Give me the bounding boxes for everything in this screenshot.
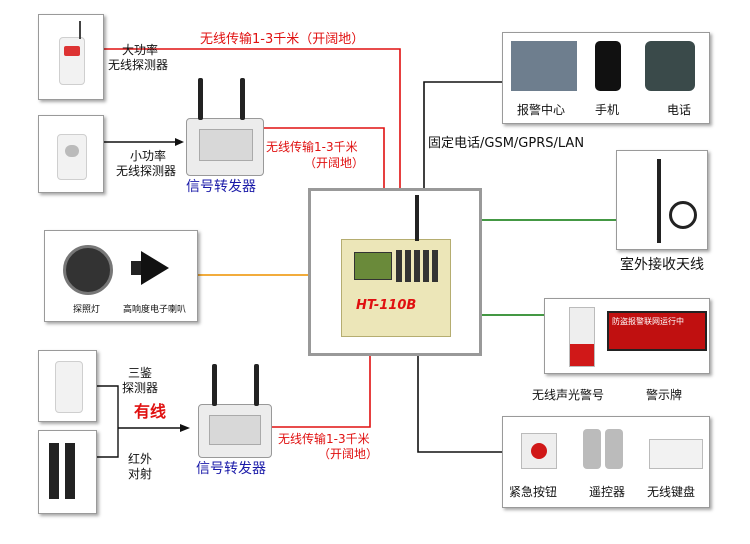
comm-devices-box: 报警中心 手机 电话 [502, 32, 710, 124]
remote-label: 遥控器 [589, 485, 626, 499]
repeater-bottom-antenna-right [254, 364, 259, 406]
repeater-top-antenna-right [240, 78, 245, 120]
ir-beam-box [38, 430, 97, 514]
panel-keypad [396, 250, 438, 282]
repeater-top-antenna-left [198, 78, 203, 120]
ir-beam-label-2: 对射 [128, 467, 153, 481]
high-power-detector-box [38, 14, 104, 100]
strobe-siren-label: 无线声光警号 [532, 388, 605, 402]
warning-sign-text: 防盗报警联网运行中 [612, 317, 684, 326]
low-power-label-2: 无线探测器 [116, 164, 177, 178]
warning-devices-box: 防盗报警联网运行中 [544, 298, 710, 374]
wireless-link-mid [262, 127, 385, 188]
repeater-top-device [186, 118, 264, 176]
emergency-button-label: 紧急按钮 [509, 485, 558, 499]
wireless-label-bottom-1: 无线传输1-3千米 [278, 432, 370, 446]
strobe-siren-icon [569, 307, 595, 367]
ir-beam-icon-2 [65, 443, 75, 499]
ir-beam-label-1: 红外 [128, 452, 153, 466]
telephone-label: 电话 [667, 103, 692, 117]
remote-icon-2 [605, 429, 623, 469]
wireless-label-bottom-2: （开阔地） [318, 447, 379, 461]
sounders-box: 探照灯 高响度电子喇叭 [44, 230, 198, 322]
wireless-link-bottom [270, 356, 371, 428]
comm-link-label: 固定电话/GSM/GPRS/LAN [428, 136, 585, 151]
low-power-detector-box [38, 115, 104, 193]
wireless-label-top: 无线传输1-3千米（开阔地） [200, 32, 365, 47]
arrow-head-mid [175, 138, 184, 146]
wired-bracket [97, 385, 119, 458]
repeater-bottom-antenna-left [212, 364, 217, 406]
repeater-bottom-device [198, 404, 272, 458]
outdoor-antenna-box [616, 150, 708, 250]
triple-detector-box [38, 350, 97, 422]
wireless-link-top [104, 48, 401, 188]
emergency-button-icon [521, 433, 557, 469]
keypad-icon [649, 439, 703, 469]
panel-model: HT-110B [356, 298, 417, 313]
warning-sign-label: 警示牌 [646, 388, 683, 402]
speaker-icon [131, 251, 171, 285]
mobile-label: 手机 [595, 103, 620, 117]
panel-antenna [415, 195, 419, 241]
repeater-bottom-label: 信号转发器 [196, 461, 266, 477]
antenna-label: 室外接收天线 [620, 257, 704, 273]
antenna-icon [79, 21, 81, 39]
outdoor-antenna-icon [657, 159, 661, 243]
link-emergency [417, 356, 502, 453]
telephone-icon [645, 41, 695, 91]
warning-sign-icon: 防盗报警联网运行中 [607, 311, 707, 351]
cable-coil-icon [669, 201, 697, 229]
triple-detector-icon [55, 361, 83, 413]
pir-sensor-small-icon [57, 134, 87, 180]
speaker-label: 高响度电子喇叭 [123, 305, 187, 315]
control-devices-box: 紧急按钮 遥控器 无线键盘 [502, 416, 710, 508]
triple-detector-label-2: 探测器 [122, 381, 159, 395]
wireless-label-mid-1: 无线传输1-3千米 [266, 140, 358, 154]
alarm-panel-body: HT-110B [341, 239, 451, 337]
repeater-top-label: 信号转发器 [186, 179, 256, 195]
searchlight-icon [63, 245, 113, 295]
pir-sensor-icon [59, 37, 85, 85]
low-power-label-1: 小功率 [130, 149, 167, 163]
alarm-center-icon [511, 41, 577, 91]
link-comm [423, 81, 502, 188]
keypad-label: 无线键盘 [647, 485, 696, 499]
searchlight-label: 探照灯 [73, 305, 101, 315]
wired-label: 有线 [134, 402, 167, 421]
triple-detector-label-1: 三鉴 [128, 366, 153, 380]
panel-screen [354, 252, 392, 280]
high-power-label-1: 大功率 [122, 43, 159, 57]
wireless-label-mid-2: （开阔地） [304, 156, 365, 170]
wired-arrow-head [180, 424, 190, 432]
ir-beam-icon-1 [49, 443, 59, 499]
alarm-center-label: 报警中心 [517, 103, 566, 117]
mobile-icon [595, 41, 621, 91]
remote-icon-1 [583, 429, 601, 469]
high-power-label-2: 无线探测器 [108, 58, 169, 72]
alarm-panel-frame: HT-110B [308, 188, 482, 356]
